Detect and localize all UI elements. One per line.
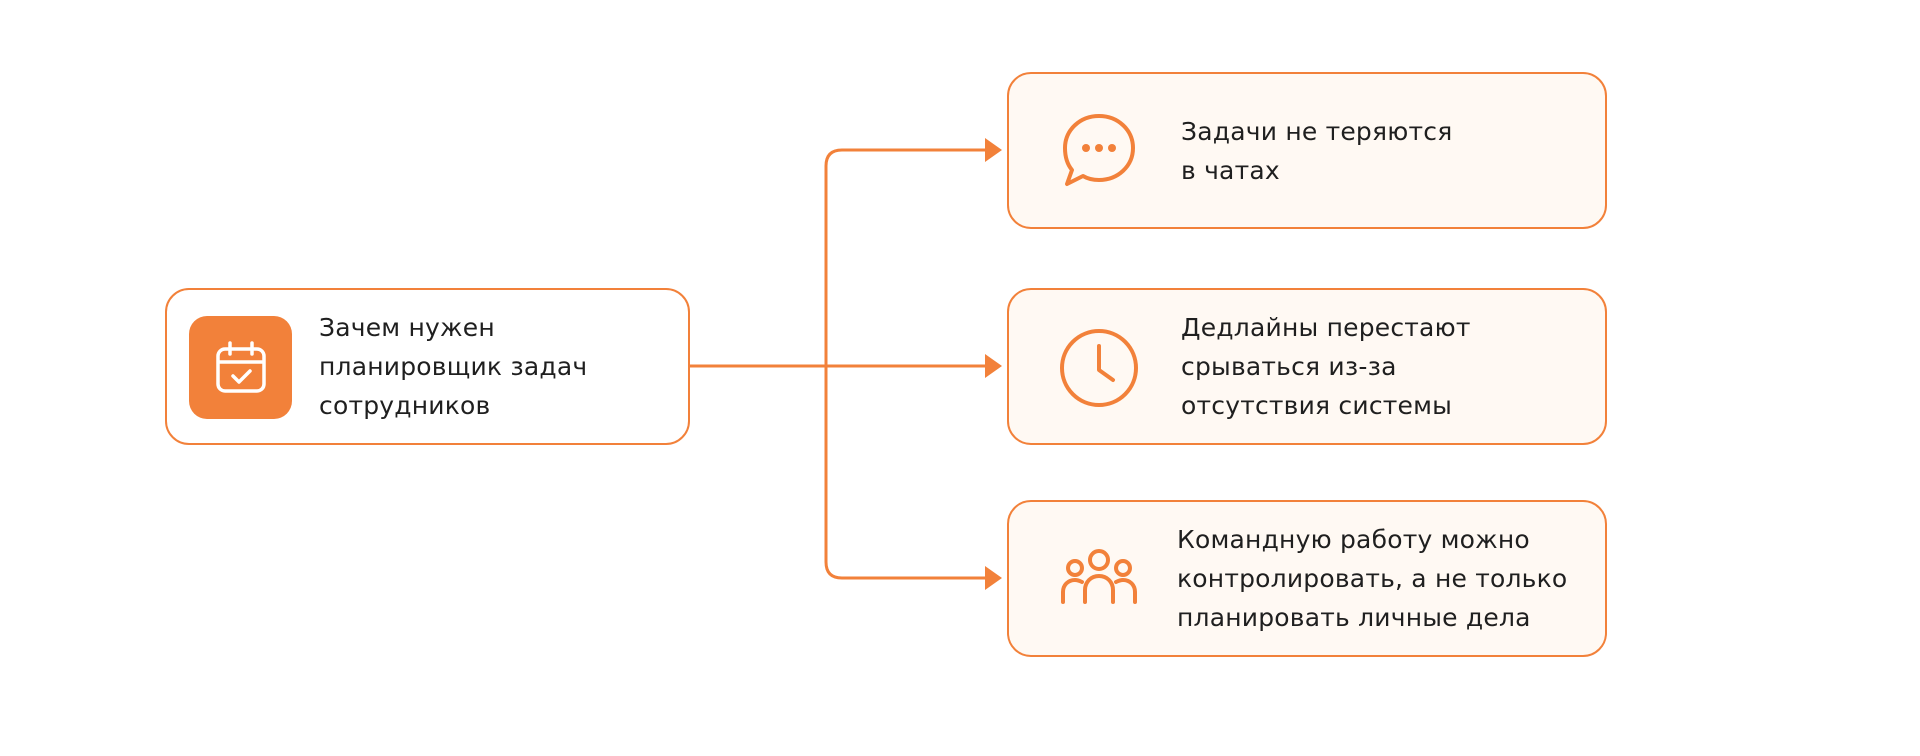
main-node: Зачем нужен планировщик задач сотруднико… — [165, 288, 690, 445]
arrowhead-benefit-2 — [985, 354, 1002, 378]
benefit-text-1: Задачи не теряются в чатах — [1181, 116, 1453, 185]
benefit-icon-wrap — [1057, 538, 1141, 622]
benefit-card-teamwork: Командную работу можно контролировать, а… — [1007, 500, 1607, 657]
calendar-check-icon — [215, 340, 266, 393]
clock-icon — [1060, 329, 1138, 407]
chat-bubble-icon — [1063, 114, 1135, 186]
benefit-icon-wrap — [1057, 326, 1141, 410]
main-title-text: Зачем нужен планировщик задач сотруднико… — [319, 313, 588, 420]
arrowhead-benefit-1 — [985, 138, 1002, 162]
benefit-icon-wrap — [1057, 110, 1141, 194]
benefit-text-3: Командную работу можно контролировать, а… — [1177, 525, 1568, 632]
main-title: Зачем нужен планировщик задач сотруднико… — [319, 290, 587, 443]
main-icon-box — [189, 316, 292, 419]
benefit-text-2: Дедлайны перестают срываться из-за отсут… — [1181, 313, 1471, 420]
benefit-text: Дедлайны перестают срываться из-за отсут… — [1181, 290, 1601, 443]
benefit-card-deadlines: Дедлайны перестают срываться из-за отсут… — [1007, 288, 1607, 445]
benefit-text: Командную работу можно контролировать, а… — [1177, 502, 1597, 655]
arrowhead-benefit-3 — [985, 566, 1002, 590]
benefit-text: Задачи не теряются в чатах — [1181, 74, 1601, 227]
team-icon — [1061, 549, 1137, 604]
benefit-card-tasks-not-lost: Задачи не теряются в чатах — [1007, 72, 1607, 229]
connector-trunk — [824, 148, 990, 580]
